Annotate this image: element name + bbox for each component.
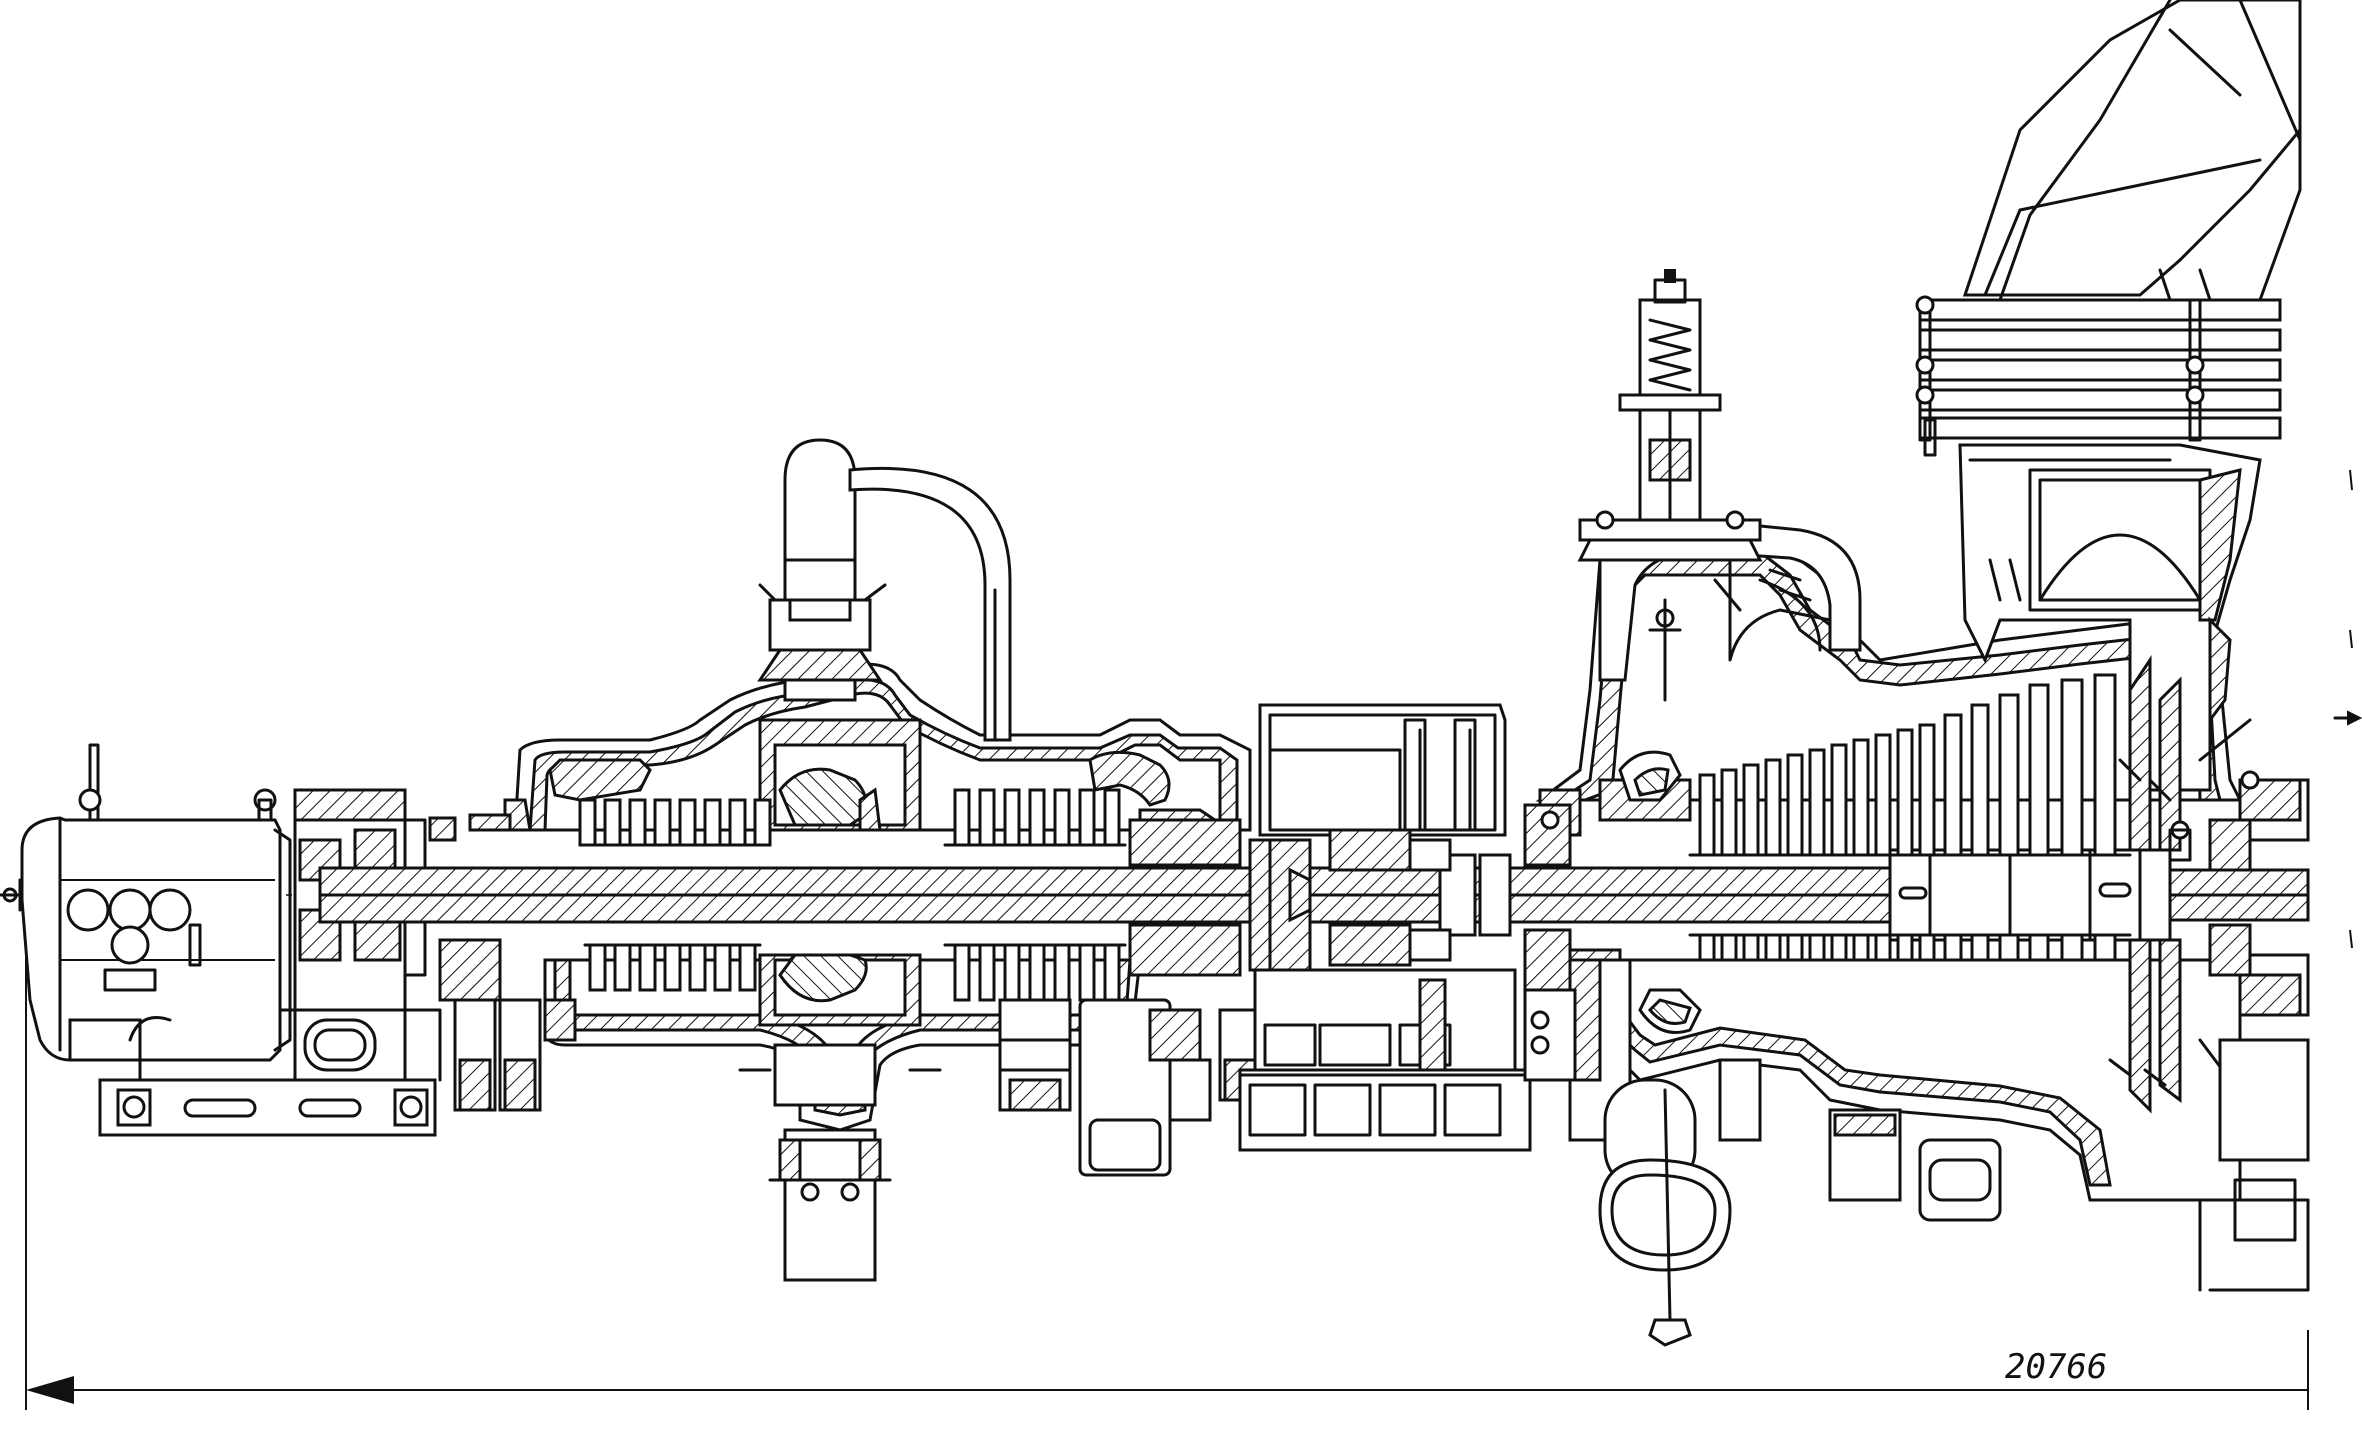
- lp-last-stage-blades: [2108, 655, 2252, 1114]
- center-bearing-foundation: [1238, 968, 1532, 1152]
- exciter-base-frame: [98, 1018, 437, 1137]
- lp-blade-stages-upper: [1688, 673, 2132, 857]
- lp-exhaust-hood: [1962, 0, 2302, 302]
- middle-bearing-housing: [998, 818, 1262, 1177]
- valve-stem-nut-icon: [1664, 269, 1676, 283]
- overall-dimension: 20766: [25, 840, 2309, 1410]
- hp-rear-gland: [438, 938, 577, 1112]
- exciter-generator-housing: [0, 743, 292, 1062]
- lp-rear-bearing: [2168, 770, 2310, 1292]
- control-valve-actuator: [1577, 269, 1763, 562]
- right-edge-markers: [2333, 469, 2362, 949]
- lp-exhaust-duct: [1958, 443, 2262, 792]
- lp-front-gland: [1523, 803, 1577, 1082]
- hp-cylinder-lower: [543, 953, 1142, 1132]
- lp-lower-exhaust-connections: [1718, 1058, 2002, 1222]
- shaft-coupling-flange: [1478, 853, 1512, 937]
- lp-lower-steam-pipe: [1568, 958, 1732, 1347]
- center-bearing-box: [1248, 703, 1507, 972]
- lifting-eye-icon: [78, 788, 102, 812]
- flow-arrow-icon: [2347, 710, 2362, 726]
- hp-exhaust-pipe: [768, 1128, 892, 1282]
- hp-blade-stages-lower: [583, 943, 1127, 1002]
- front-bearing-pedestal: [278, 788, 442, 1082]
- hp-steam-inlet-pipe: [757, 438, 1012, 742]
- dimension-label: 20766: [2005, 1347, 2107, 1387]
- lp-exhaust-guide-vanes: [1915, 268, 2282, 457]
- main-rotor-shaft: [318, 848, 2310, 942]
